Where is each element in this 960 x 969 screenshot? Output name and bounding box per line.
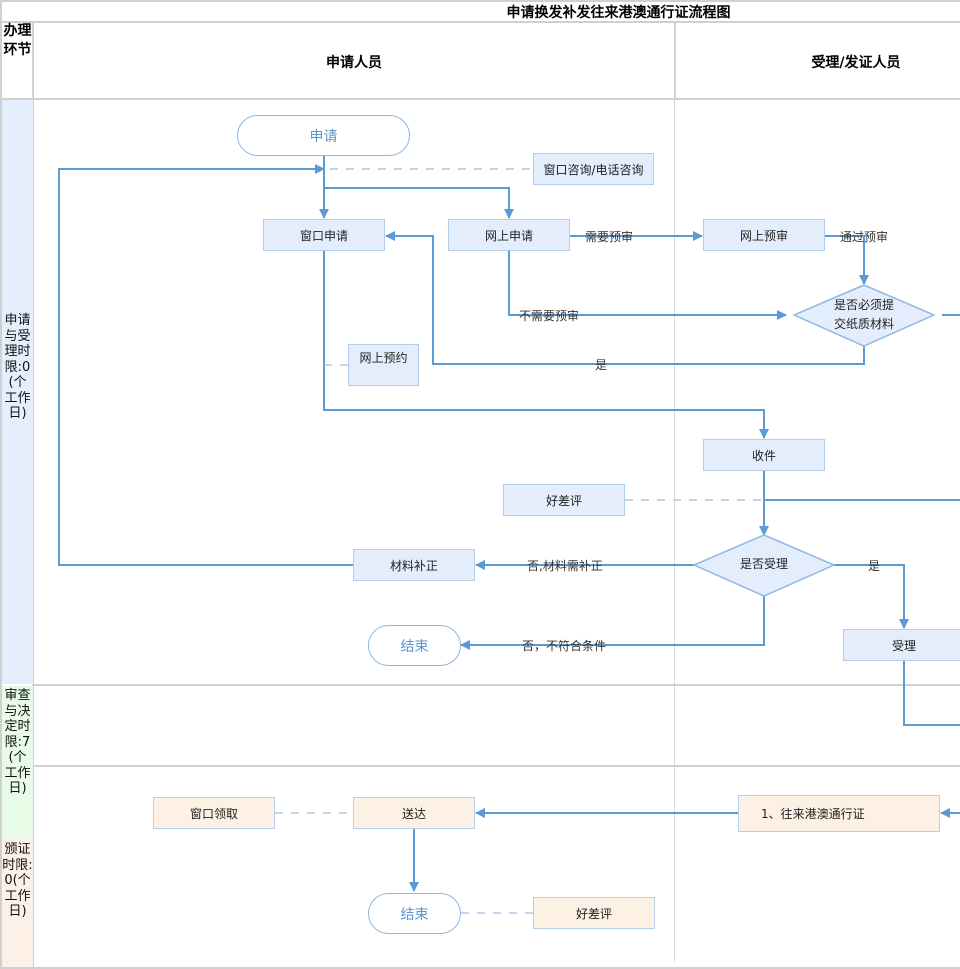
end-node-2[interactable]: 结束 [368,893,461,934]
label-no-precheck: 不需要预审 [519,309,580,323]
supplement-node[interactable]: 材料补正 [353,549,475,581]
border-bottom [0,967,960,969]
window-apply-node[interactable]: 窗口申请 [263,219,385,251]
deliver-node[interactable]: 送达 [353,797,475,829]
stage-issue: 颁证时限:0(个工作日) [2,840,33,967]
label-no-unqualified: 否，不符合条件 [522,639,607,653]
edge-no-unqualified [460,596,765,650]
online-precheck-node[interactable]: 网上预审 [703,219,825,251]
decision-paper-line1: 是否必须提 [833,298,894,312]
receive-node[interactable]: 收件 [703,439,825,471]
divider-header [0,98,960,100]
rating-node-1[interactable]: 好差评 [503,484,625,516]
accept-node[interactable]: 受理 [843,629,960,661]
border-left [0,0,2,969]
edge-yes-accept [834,564,909,629]
stage-review-decision: 审查与决定时限:7(个工作日) [2,686,33,840]
rating-node-2[interactable]: 好差评 [533,897,655,929]
label-pass-precheck: 通过预审 [840,230,889,244]
certificate-node[interactable]: 1、往来港澳通行证 [738,795,940,832]
label-no-supplement: 否,材料需补正 [527,559,603,573]
corner-label: 办理环节 [3,23,32,58]
decision-paper-line2: 交纸质材料 [833,317,894,331]
online-apply-node[interactable]: 网上申请 [448,219,570,251]
consult-node[interactable]: 窗口咨询/电话咨询 [533,153,654,185]
label-need-precheck: 需要预审 [585,230,634,244]
label-yes-paper: 是 [595,358,608,372]
border-top [0,0,960,2]
divider-lane-header [674,21,676,100]
window-pickup-node[interactable]: 窗口领取 [153,797,275,829]
divider-stage-column [32,21,34,969]
page-title: 申请换发补发往来港澳通行证流程图 [506,5,731,21]
divider-stage-1 [34,684,960,686]
edge-no-precheck [508,251,787,320]
end-node-1[interactable]: 结束 [368,625,461,666]
label-yes-accept: 是 [868,559,881,573]
divider-lane [674,100,675,962]
decision-accept-node[interactable]: 是否受理 [739,557,788,571]
edge-yes-paper [385,231,865,365]
column-header-officer: 受理/发证人员 [811,55,901,71]
decision-paper-node[interactable]: 是否必须提 交纸质材料 [804,296,924,334]
edge-accept-next [903,661,960,726]
divider-stage-2 [34,765,960,767]
stage-apply-accept: 申请与受理时限:0(个工作日) [2,100,33,684]
edge-start-online [324,187,514,219]
divider-title [0,21,960,23]
column-header-applicant: 申请人员 [326,55,382,71]
start-node[interactable]: 申请 [237,115,410,156]
online-booking-node[interactable]: 网上预约 [348,344,419,386]
